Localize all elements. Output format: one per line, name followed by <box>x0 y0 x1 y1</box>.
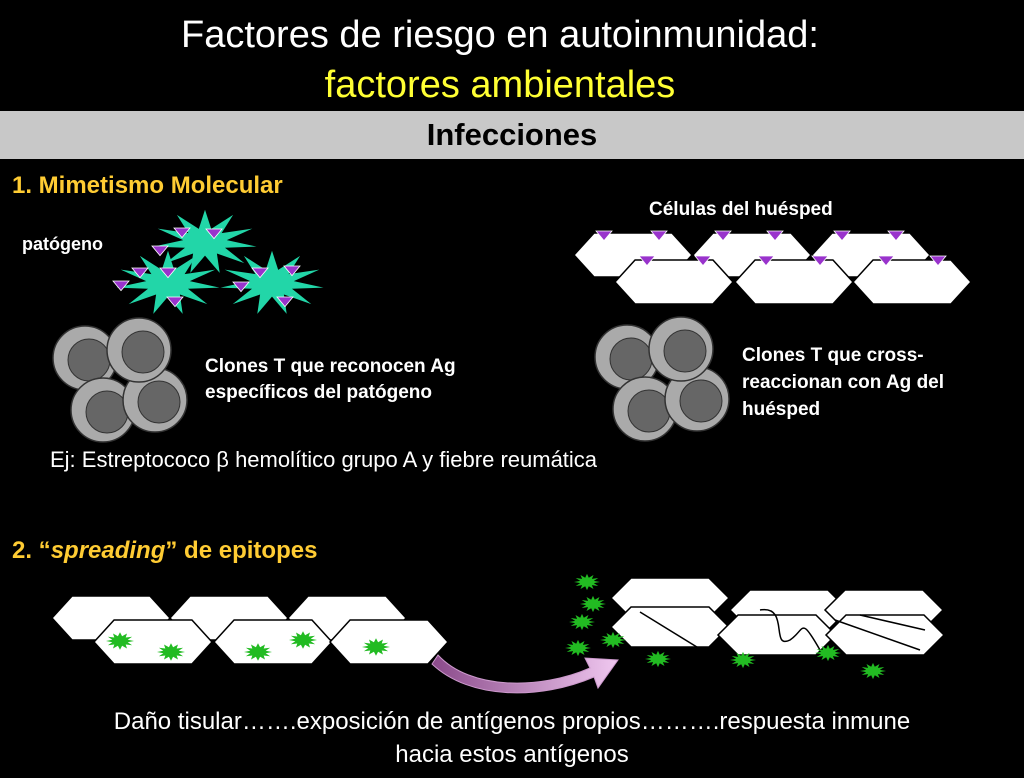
t-cell-nucleus <box>609 337 653 381</box>
antigen-icon <box>283 265 301 277</box>
slide-title: Factores de riesgo en autoinmunidad: <box>181 14 819 56</box>
damaged-cell <box>716 614 838 656</box>
host-antigen-icon <box>638 255 656 267</box>
slide-subtitle: factores ambientales <box>324 64 676 106</box>
damaged-cell <box>609 606 731 648</box>
antigen-icon <box>276 296 294 308</box>
t-cell-nucleus <box>663 329 707 373</box>
host-antigen-icon <box>595 230 613 242</box>
example-text: Ej: Estreptococo β hemolítico grupo A y … <box>50 447 598 472</box>
footer-line2: hacia estos antígenos <box>395 741 629 768</box>
t-cell-nucleus <box>137 380 181 424</box>
transition-arrow <box>431 654 619 694</box>
antigen-icon <box>112 280 130 292</box>
t-cell-nucleus <box>627 389 671 433</box>
antigen-icon <box>166 296 184 308</box>
released-epitopes <box>565 573 886 680</box>
banner: Infecciones <box>0 111 1024 159</box>
footer-text: Daño tisular…….exposición de antígenos p… <box>0 705 1024 771</box>
antigen-icon <box>251 267 269 279</box>
t-cell-nucleus <box>679 379 723 423</box>
antigen-icon <box>232 281 250 293</box>
tissue-cell <box>328 619 450 665</box>
epitope-icon <box>730 651 756 669</box>
section2-heading: 2. “spreading” de epitopes <box>12 537 317 565</box>
host-cells-label: Células del huésped <box>649 199 833 220</box>
host-antigen-icon <box>833 230 851 242</box>
crack-line <box>759 609 821 651</box>
t-cell-clones-host <box>594 316 730 442</box>
pathogen-icon <box>153 209 257 273</box>
host-cell <box>733 259 855 305</box>
antigen-icon <box>173 227 191 239</box>
host-cell <box>613 259 735 305</box>
pathogen-label: patógeno <box>22 234 103 254</box>
t-cell-nucleus <box>85 390 129 434</box>
tissue-damaged <box>609 577 946 656</box>
epitope-icon <box>574 573 600 591</box>
damaged-cell <box>824 614 946 656</box>
crack-line <box>639 611 706 653</box>
t-cell-nucleus <box>121 330 165 374</box>
epitope-icon <box>860 662 886 680</box>
section2-heading-suffix: ” de epitopes <box>165 537 318 564</box>
antigen-icon <box>131 267 149 279</box>
epitope-icon <box>580 595 606 613</box>
clones-host-line3: huésped <box>742 399 821 420</box>
antigen-icon <box>151 245 169 257</box>
epitope-icon <box>815 644 841 662</box>
banner-label: Infecciones <box>426 117 598 152</box>
section2-heading-prefix: 2. “ <box>12 537 51 564</box>
host-antigen-icon <box>811 255 829 267</box>
crack-line <box>859 614 926 631</box>
section1-heading: 1. Mimetismo Molecular <box>12 172 283 199</box>
epitope-icon <box>244 643 272 661</box>
antigen-icon <box>159 267 177 279</box>
host-antigen-icon <box>650 230 668 242</box>
epitope-icon <box>157 643 185 661</box>
clones-pathogen-line2: específicos del patógeno <box>205 382 432 403</box>
host-antigen-icon <box>877 255 895 267</box>
host-antigen-icon <box>929 255 947 267</box>
tissue-cell <box>212 619 334 665</box>
host-antigen-icon <box>694 255 712 267</box>
host-cells-group <box>572 230 973 305</box>
host-antigen-icon <box>887 230 905 242</box>
epitope-icon <box>600 631 626 649</box>
clones-host-line2: reaccionan con Ag del <box>742 372 945 393</box>
pathogen-icon <box>116 250 220 314</box>
t-cell-nucleus <box>67 338 111 382</box>
epitope-icon <box>362 638 390 656</box>
footer-line1: Daño tisular…….exposición de antígenos p… <box>113 708 911 735</box>
crack-line <box>834 619 921 651</box>
epitope-icon <box>106 632 134 650</box>
tissue-cell <box>92 619 214 665</box>
epitope-icon <box>645 650 671 668</box>
epitope-icon <box>565 639 591 657</box>
clones-host-line1: Clones T que cross- <box>742 345 924 366</box>
pathogen-icon <box>220 250 324 314</box>
pathogen-group <box>112 209 324 314</box>
clones-host-label: Clones T que cross- reaccionan con Ag de… <box>742 342 944 423</box>
clones-pathogen-label: Clones T que reconocen Ag específicos de… <box>205 354 456 406</box>
tissue-intact <box>50 595 450 665</box>
section2-heading-italic: spreading <box>50 537 166 564</box>
epitope-icon <box>569 613 595 631</box>
host-antigen-icon <box>714 230 732 242</box>
antigen-icon <box>205 228 223 240</box>
clones-pathogen-line1: Clones T que reconocen Ag <box>205 356 456 377</box>
host-antigen-icon <box>766 230 784 242</box>
host-cell <box>851 259 973 305</box>
epitope-icon <box>289 631 317 649</box>
t-cell-clones-pathogen <box>52 317 188 443</box>
host-antigen-icon <box>757 255 775 267</box>
